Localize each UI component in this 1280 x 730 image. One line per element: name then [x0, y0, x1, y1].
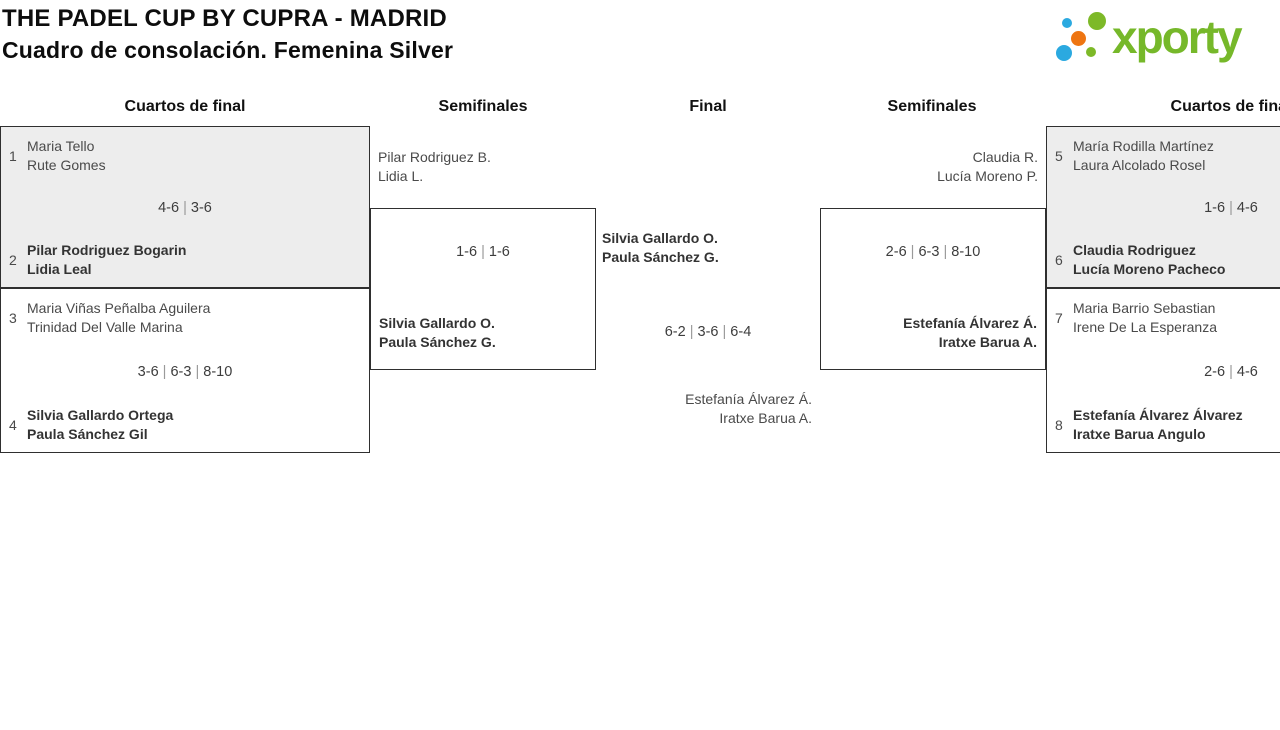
sf-right-top-team: Claudia R. Lucía Moreno P.	[820, 148, 1038, 186]
player-name: Estefanía Álvarez Á.	[685, 391, 812, 407]
round-label-quarterfinals-right: Cuartos de final	[1170, 98, 1280, 115]
match-score: 1-6 | 1-6	[456, 244, 510, 260]
player-name: Claudia R.	[972, 149, 1038, 165]
player-name: Trinidad Del Valle Marina	[27, 319, 183, 335]
final-score: 6-2 | 3-6 | 6-4	[664, 324, 752, 340]
logo-dot-icon	[1086, 47, 1096, 57]
player-name: Paula Sánchez Gil	[27, 426, 148, 442]
seed-number: 3	[9, 310, 17, 326]
player-name: Pilar Rodriguez B.	[378, 149, 491, 165]
player-name: Claudia Rodriguez	[1073, 242, 1196, 258]
logo-dot-icon	[1088, 12, 1106, 30]
match-quarterfinal-4: 7 Maria Barrio Sebastian Irene De La Esp…	[1046, 288, 1280, 453]
team-names: Maria Viñas Peñalba Aguilera Trinidad De…	[27, 299, 210, 337]
team-names: Maria Tello Rute Gomes	[27, 137, 106, 175]
team-row: 2 Pilar Rodriguez Bogarin Lidia Leal	[9, 241, 361, 279]
team-names-winner: Pilar Rodriguez Bogarin Lidia Leal	[27, 241, 186, 279]
player-name: Laura Alcolado Rosel	[1073, 157, 1206, 173]
final-runnerup-team: Estefanía Álvarez Á. Iratxe Barua A.	[595, 390, 812, 428]
seed-number: 8	[1055, 417, 1063, 433]
team-row: 5 María Rodilla Martínez Laura Alcolado …	[1055, 137, 1280, 175]
final-winner-team: Silvia Gallardo O. Paula Sánchez G.	[602, 229, 719, 267]
team-row: 1 Maria Tello Rute Gomes	[9, 137, 361, 175]
sf-left-top-team: Pilar Rodriguez B. Lidia L.	[378, 148, 491, 186]
team-names-winner: Silvia Gallardo Ortega Paula Sánchez Gil	[27, 406, 173, 444]
logo-wordmark: xporty	[1112, 11, 1243, 63]
seed-number: 2	[9, 252, 17, 268]
team-names-winner: Claudia Rodriguez Lucía Moreno Pacheco	[1073, 241, 1225, 279]
seed-number: 5	[1055, 148, 1063, 164]
player-name: Silvia Gallardo Ortega	[27, 407, 174, 423]
player-name: Estefanía Álvarez Álvarez	[1073, 407, 1243, 423]
seed-number: 4	[9, 417, 17, 433]
team-row: 8 Estefanía Álvarez Álvarez Iratxe Barua…	[1055, 406, 1280, 444]
player-name: Iratxe Barua A.	[938, 334, 1037, 350]
team-row: 3 Maria Viñas Peñalba Aguilera Trinidad …	[9, 299, 361, 337]
xporty-logo[interactable]: xporty	[1050, 4, 1278, 72]
match-score: 4-6 | 3-6	[158, 200, 212, 216]
team-names-winner: Estefanía Álvarez Álvarez Iratxe Barua A…	[1073, 406, 1243, 444]
round-label-quarterfinals-left: Cuartos de final	[124, 98, 246, 115]
player-name: Maria Tello	[27, 138, 95, 154]
match-score: 2-6 | 4-6	[1204, 363, 1258, 380]
match-score: 2-6 | 6-3 | 8-10	[885, 244, 981, 260]
player-name: Maria Barrio Sebastian	[1073, 300, 1216, 316]
logo-dot-icon	[1056, 45, 1072, 61]
page-header: THE PADEL CUP BY CUPRA - MADRID Cuadro d…	[2, 2, 453, 66]
team-names: María Rodilla Martínez Laura Alcolado Ro…	[1073, 137, 1214, 175]
match-quarterfinal-1: 1 Maria Tello Rute Gomes 4-6 | 3-6 2 Pil…	[0, 126, 370, 288]
seed-number: 6	[1055, 252, 1063, 268]
player-name: Lidia L.	[378, 168, 424, 184]
round-label-final: Final	[689, 98, 727, 115]
player-name: Iratxe Barua Angulo	[1073, 426, 1206, 442]
player-name: Paula Sánchez G.	[602, 249, 719, 265]
player-name: Irene De La Esperanza	[1073, 319, 1217, 335]
logo-dot-icon	[1071, 31, 1086, 46]
team-row: 6 Claudia Rodriguez Lucía Moreno Pacheco	[1055, 241, 1280, 279]
match-quarterfinal-2: 3 Maria Viñas Peñalba Aguilera Trinidad …	[0, 288, 370, 453]
player-name: Lucía Moreno P.	[937, 168, 1038, 184]
team-names: Maria Barrio Sebastian Irene De La Esper…	[1073, 299, 1217, 337]
seed-number: 7	[1055, 310, 1063, 326]
team-row: 4 Silvia Gallardo Ortega Paula Sánchez G…	[9, 406, 361, 444]
match-score: 1-6 | 4-6	[1204, 200, 1258, 216]
logo-dot-icon	[1062, 18, 1072, 28]
player-name: Lidia Leal	[27, 261, 92, 277]
player-name: Rute Gomes	[27, 157, 106, 173]
player-name: Estefanía Álvarez Á.	[903, 315, 1037, 331]
match-quarterfinal-3: 5 María Rodilla Martínez Laura Alcolado …	[1046, 126, 1280, 288]
player-name: Lucía Moreno Pacheco	[1073, 261, 1226, 277]
player-name: Iratxe Barua A.	[719, 410, 812, 426]
match-semifinal-left: 1-6 | 1-6 Silvia Gallardo O. Paula Sánch…	[370, 208, 596, 370]
round-label-semifinals-right: Semifinales	[887, 98, 977, 115]
player-name: Silvia Gallardo O.	[379, 315, 495, 331]
player-name: María Rodilla Martínez	[1073, 138, 1214, 154]
match-semifinal-right: 2-6 | 6-3 | 8-10 Estefanía Álvarez Á. Ir…	[820, 208, 1046, 370]
team-names-winner: Estefanía Álvarez Á. Iratxe Barua A.	[903, 314, 1037, 352]
player-name: Maria Viñas Peñalba Aguilera	[27, 300, 211, 316]
player-name: Silvia Gallardo O.	[602, 230, 718, 246]
round-label-semifinals-left: Semifinales	[438, 98, 528, 115]
page-subtitle: Cuadro de consolación. Femenina Silver	[2, 37, 454, 63]
page-title: THE PADEL CUP BY CUPRA - MADRID	[2, 5, 447, 32]
team-names-winner: Silvia Gallardo O. Paula Sánchez G.	[379, 314, 496, 352]
match-score: 3-6 | 6-3 | 8-10	[137, 363, 233, 380]
team-row: 7 Maria Barrio Sebastian Irene De La Esp…	[1055, 299, 1280, 337]
seed-number: 1	[9, 148, 17, 164]
player-name: Paula Sánchez G.	[379, 334, 496, 350]
player-name: Pilar Rodriguez Bogarin	[27, 242, 187, 258]
